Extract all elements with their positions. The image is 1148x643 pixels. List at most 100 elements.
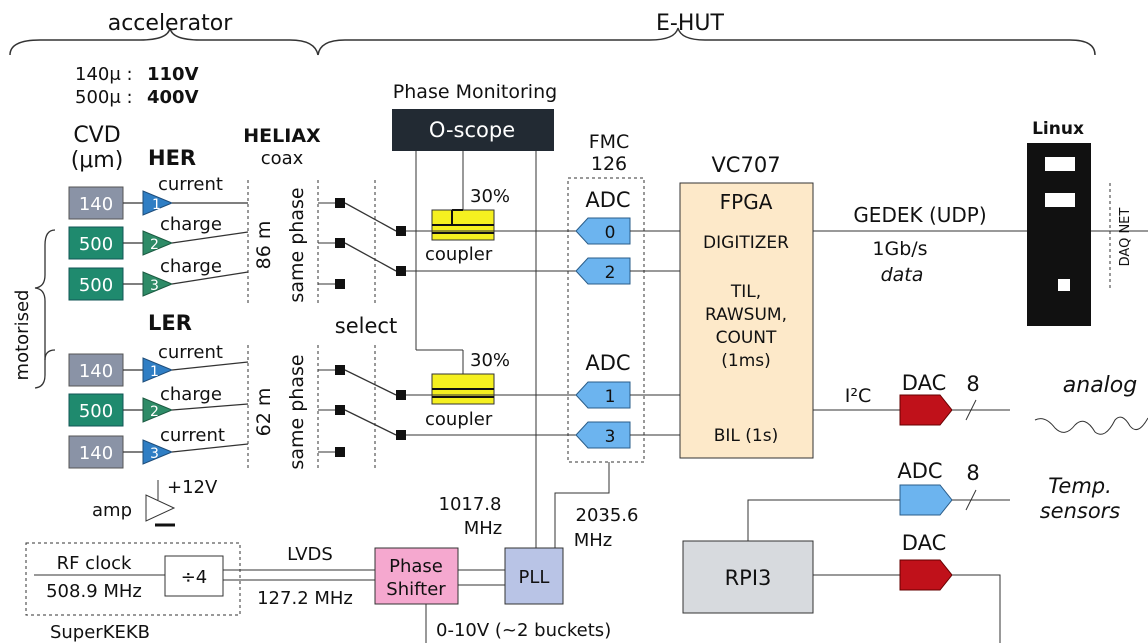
linux-server [1027,143,1091,326]
adc-temp-label: ADC [897,459,942,483]
gedek-data: data [881,264,924,286]
dac-analog [899,394,953,426]
fpga-rawsum: RAWSUM, [705,305,787,325]
phase-monitoring-label: Phase Monitoring [393,81,557,103]
heliax-title: HELIAX [243,125,321,147]
her-coupler-label: coupler [425,244,493,265]
her-sensor-1: 140 1 current [68,174,248,220]
rpi3-box [682,540,814,614]
fmc-number: 126 [591,153,627,175]
phase-shifter-line1: Phase [389,556,443,577]
phase-shifter-line2: Shifter [386,579,446,600]
fpga-bil: BIL (1s) [714,426,779,446]
her-title: HER [148,146,196,170]
svg-text:2: 2 [605,263,616,283]
svg-text:0: 0 [605,223,616,243]
voltage-140-label: 140μ : [75,64,133,85]
svg-text:3: 3 [150,278,159,294]
accelerator-label: accelerator [108,11,233,36]
adc-temp-bits: 8 [966,461,979,485]
fmc-title: FMC [589,131,630,153]
adc-temp [899,484,953,516]
rf-clock-box [25,542,241,616]
motorised-label: motorised [12,290,33,381]
rf-clock-title: RF clock [57,553,132,574]
heliax-sub: coax [261,148,304,169]
ler-title: LER [148,311,192,335]
freq-2035-line1: 2035.6 [576,505,639,526]
svg-text:500: 500 [79,275,113,296]
analog-label: analog [1063,373,1137,398]
linux-label: Linux [1032,119,1084,139]
ler-cable-length: 62 m [253,388,275,437]
svg-text:1: 1 [152,197,161,213]
svg-text:140: 140 [79,361,113,382]
phase-shifter-box [374,547,459,605]
fpga-box [679,182,814,459]
freq-1017-line1: 1017.8 [439,494,502,515]
temp-line2: sensors [1040,499,1121,523]
ler-switch [318,365,406,457]
divider-label: ÷4 [181,567,208,588]
svg-text:1: 1 [605,387,616,407]
fpga-count: COUNT [716,328,777,348]
svg-text:charge: charge [160,214,222,235]
svg-text:500: 500 [79,401,113,422]
fpga-title: FPGA [720,190,773,214]
accelerator-brace [9,27,319,56]
svg-text:2: 2 [150,237,159,253]
rf-clock-freq: 508.9 MHz [46,581,142,602]
oscope-box [392,109,554,151]
fpga-digitizer: DIGITIZER [703,233,789,253]
gedek-rate: 1Gb/s [872,238,927,260]
her-sensor-3: 500 3 charge [68,256,249,301]
ler-sensor-3: 140 3 current [68,425,249,469]
superkekb-label: SuperKEKB [50,622,150,643]
ler-coupler-percent: 30% [470,350,510,371]
her-sensor-2: 500 2 charge [68,214,249,260]
adc-channel-3: 3 [575,421,631,449]
dac-bits: 8 [966,372,979,396]
svg-text:charge: charge [160,256,222,277]
pll-label: PLL [519,567,550,588]
fmc-box [567,177,645,463]
freq-1017-line2: MHz [464,518,503,539]
ler-sensor-2: 500 2 charge [68,384,249,427]
i2c-label: I²C [845,385,872,407]
svg-text:1: 1 [150,364,159,380]
oscope-label: O-scope [429,118,515,142]
vc707-label: VC707 [711,153,780,177]
ehut-label: E-HUT [656,11,724,36]
analog-wave-icon [1034,416,1148,435]
divider-box [164,555,224,597]
voltage-500-value: 400V [147,87,199,108]
adc-bottom-label: ADC [585,351,630,375]
her-coupler [431,151,495,241]
ler-same-phase: same phase [286,354,308,469]
svg-text:charge: charge [160,384,222,405]
fpga-til: TIL, [730,282,761,302]
motorised-brace [34,229,56,389]
ehut-brace [317,27,1096,56]
gedek-label: GEDEK (UDP) [853,203,986,227]
temp-line1: Temp. [1048,474,1112,498]
amp-icon [145,494,176,522]
her-same-phase: same phase [286,187,308,302]
voltage-500-label: 500μ : [75,87,133,108]
svg-text:140: 140 [79,194,113,215]
svg-text:current: current [160,425,225,446]
pll-box [504,547,564,605]
ler-coupler [415,151,495,405]
adc-channel-1: 1 [575,381,631,409]
fpga-1ms: (1ms) [721,351,771,371]
her-switch [318,198,406,289]
adc-channel-0: 0 [575,217,631,245]
amp-label: amp [92,500,132,521]
svg-text:current: current [158,342,223,363]
adc-channel-2: 2 [575,257,631,285]
svg-text:3: 3 [150,446,159,462]
select-label: select [335,314,397,338]
voltage-140-value: 110V [147,64,199,85]
freq-127-label: 127.2 MHz [257,588,353,609]
